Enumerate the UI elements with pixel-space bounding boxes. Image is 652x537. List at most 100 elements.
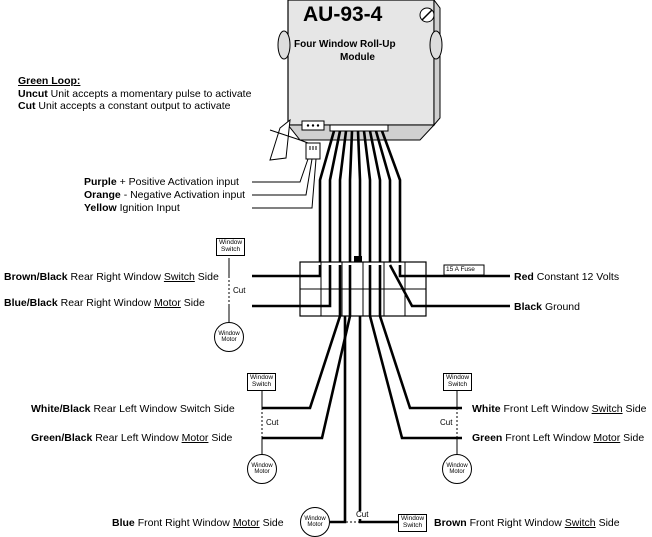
cut-label: Cut: [18, 100, 36, 112]
wire-desc: Front Left Window: [505, 432, 591, 444]
wire-desc: Rear Right Window: [70, 271, 161, 283]
wire-desc: Front Right Window: [469, 517, 562, 529]
input-connector: [305, 142, 321, 160]
wire-desc-underline: Motor: [232, 517, 260, 529]
wire-color: Brown: [434, 517, 467, 529]
input-orange: Orange - Negative Activation input: [84, 190, 245, 201]
window-switch-front-left: Window Switch: [443, 373, 473, 391]
input-text: Ignition Input: [119, 202, 180, 214]
wire-desc-underline: Motor: [154, 297, 181, 309]
green-loop-connector: [269, 118, 325, 161]
input-color: Purple: [84, 176, 117, 188]
wire-desc-underline: Switch: [179, 403, 211, 415]
wire-black: Black Ground: [514, 302, 580, 313]
cut-label-rear-right: Cut: [233, 286, 246, 295]
window-switch-front-right: Window Switch: [398, 514, 428, 532]
switch-line2: Switch: [220, 245, 241, 253]
input-wires: [252, 129, 317, 209]
cut-label-front-right: Cut: [356, 510, 369, 519]
input-purple: Purple + Positive Activation input: [84, 177, 239, 188]
green-loop-cut: Cut Unit accepts a constant output to ac…: [18, 101, 230, 112]
wire-green: Green Front Left Window Motor Side: [472, 433, 644, 444]
module-model: AU-93-4: [303, 3, 383, 26]
input-text: + Positive Activation input: [119, 176, 239, 188]
wire-color: Blue: [112, 517, 135, 529]
cut-text: Unit accepts a constant output to activa…: [38, 100, 231, 112]
wire-color: White/Black: [31, 403, 91, 415]
wire-desc-underline: Switch: [591, 403, 623, 415]
switch-line1: Window: [401, 515, 425, 522]
input-color: Yellow: [84, 202, 117, 214]
fuse-box: [443, 264, 485, 276]
wire-desc-tail: Side: [183, 297, 205, 309]
motor-line2: Motor: [307, 522, 323, 528]
wire-desc-underline: Motor: [593, 432, 621, 444]
switch-line2: Switch: [447, 380, 468, 388]
wire-color: White: [472, 403, 501, 415]
wire-desc: Constant 12 Volts: [536, 271, 620, 283]
switch-line1: Window: [446, 374, 470, 381]
wire-desc-tail: Side: [197, 271, 219, 283]
motor-line2: Motor: [449, 469, 465, 475]
green-loop-heading: Green Loop:: [18, 75, 81, 87]
wire-green-black: Green/Black Rear Left Window Motor Side: [31, 433, 232, 444]
wire-color: Green: [472, 432, 503, 444]
wire-desc-underline: Switch: [163, 271, 195, 283]
wire-color: Green/Black: [31, 432, 93, 444]
wire-color: Red: [514, 271, 534, 283]
wire-red: Red Constant 12 Volts: [514, 272, 619, 283]
motor-line1: Window: [251, 462, 273, 469]
wire-desc: Front Left Window: [503, 403, 589, 415]
wire-brown: Brown Front Right Window Switch Side: [434, 518, 620, 529]
wire-desc: Rear Left Window: [95, 432, 179, 444]
module-title-line2: Module: [340, 52, 375, 63]
wire-desc: Rear Right Window: [60, 297, 152, 309]
motor-line2: Motor: [254, 469, 270, 475]
motor-line1: Window: [218, 330, 240, 337]
wire-desc-tail: Side: [262, 517, 284, 529]
wire-blue: Blue Front Right Window Motor Side: [112, 518, 284, 529]
wire-color: Blue/Black: [4, 297, 58, 309]
wire-desc: Front Right Window: [137, 517, 230, 529]
wire-desc-underline: Motor: [181, 432, 209, 444]
wire-blue-black: Blue/Black Rear Right Window Motor Side: [4, 298, 205, 309]
window-switch-rear-left: Window Switch: [247, 373, 277, 391]
window-switch-rear-right: Window Switch: [216, 238, 246, 256]
wire-desc-underline: Switch: [564, 517, 596, 529]
cut-label-rear-left: Cut: [266, 418, 279, 427]
harness-wires: [318, 130, 402, 265]
uncut-label: Uncut: [18, 88, 48, 100]
switch-line2: Switch: [251, 380, 272, 388]
wire-desc-tail: Side: [625, 403, 647, 415]
wire-color: Black: [514, 301, 543, 313]
input-yellow: Yellow Ignition Input: [84, 203, 180, 214]
input-color: Orange: [84, 189, 121, 201]
switch-line2: Switch: [402, 521, 423, 529]
motor-line1: Window: [304, 515, 326, 522]
wire-white: White Front Left Window Switch Side: [472, 404, 647, 415]
switch-line1: Window: [219, 239, 243, 246]
motor-line2: Motor: [221, 337, 237, 343]
motor-line1: Window: [446, 462, 468, 469]
module-title-line1: Four Window Roll-Up: [294, 39, 396, 50]
block-wires: [252, 264, 510, 524]
wire-brown-black: Brown/Black Rear Right Window Switch Sid…: [4, 272, 219, 283]
green-loop-uncut: Uncut Unit accepts a momentary pulse to …: [18, 89, 251, 100]
wire-white-black: White/Black Rear Left Window Switch Side: [31, 404, 235, 415]
fuse-label: 15 A Fuse: [446, 266, 475, 273]
uncut-text: Unit accepts a momentary pulse to activa…: [50, 88, 252, 100]
wire-desc: Rear Left Window: [93, 403, 177, 415]
wire-desc: Ground: [544, 301, 580, 313]
input-text: - Negative Activation input: [123, 189, 246, 201]
component-taps: [228, 258, 458, 523]
wire-desc-tail: Side: [598, 517, 620, 529]
wire-desc-tail: Side: [213, 403, 235, 415]
wire-desc-tail: Side: [211, 432, 233, 444]
wire-desc-tail: Side: [623, 432, 645, 444]
switch-line1: Window: [250, 374, 274, 381]
